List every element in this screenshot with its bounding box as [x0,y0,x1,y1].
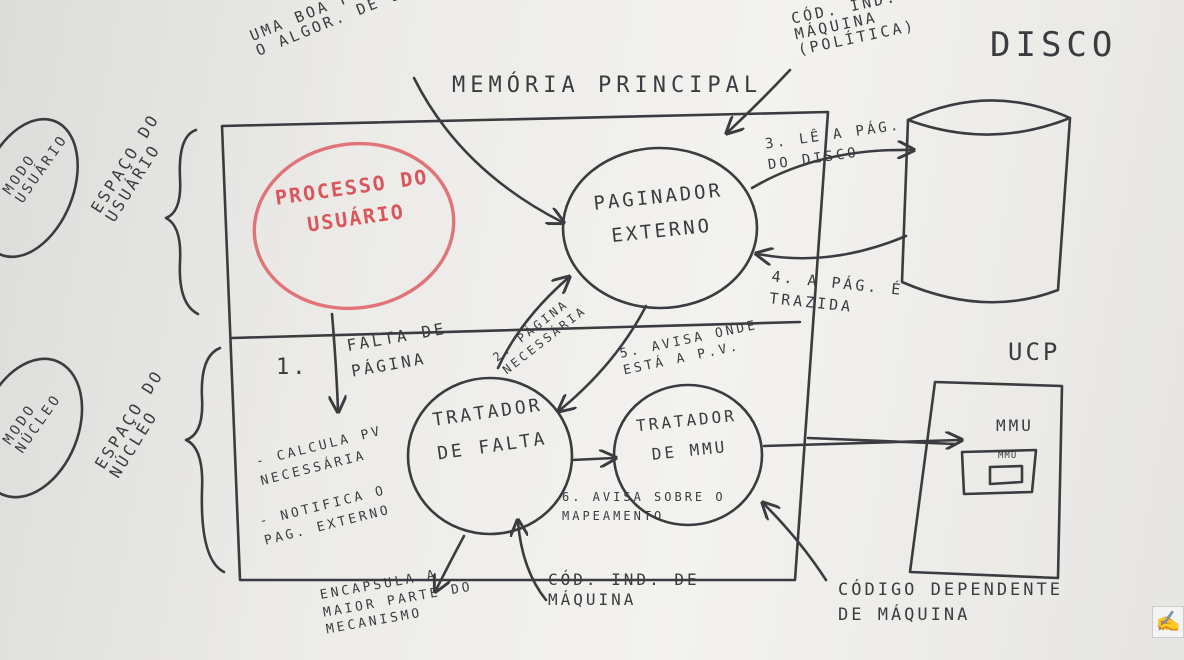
tratador-mmu-label: TRATADOR DE MMU [635,405,738,464]
arrow-step3 [750,150,912,190]
arrow-mmu-ucp-2 [806,436,957,446]
codigo-dependente-note: CÓDIGO DEPENDENTE DE MÁQUINA [838,580,1063,625]
arrow-step5 [560,304,648,410]
arrow-encapsula [436,534,466,590]
cod-ind-maquina-bottom-note: CÓD. IND. DE MÁQUINA [548,570,700,609]
arrow-cod-ind-top [728,68,792,132]
main-memory-box [220,110,830,582]
modo-usuario-oval [0,117,79,259]
paginador-externo-circle [561,146,759,310]
arrow-step4 [758,234,908,258]
space-divider [230,320,802,340]
channel-logo-icon: ✍ [1152,606,1184,638]
modo-nucleo-oval [0,357,84,499]
mmu-box-label: MMU [996,416,1034,435]
processo-usuario-circle [252,141,456,311]
step1-label: 1. [276,355,309,380]
user-space-brace [164,128,200,316]
mmu-chip-label: MMU [998,451,1018,461]
arrow-algorithm-note [412,76,562,222]
mmu-chip-inner [988,464,1024,486]
mmu-chip-outer [960,448,1038,496]
arrow-mmu-ucp [762,440,960,446]
disk-cylinder [900,99,1072,304]
ucp-label: UCP [1008,338,1061,366]
kernel-space-brace [184,346,226,574]
arrow-falta-mmu [570,458,614,460]
disk-cylinder-rim [906,116,1072,136]
arrow-step1 [332,312,338,410]
arrow-cod-ind-bottom [518,522,548,602]
disco-label: DISCO [990,25,1117,65]
memoria-principal-label: MEMÓRIA PRINCIPAL [452,73,763,98]
arrow-codigo-dependente [764,504,828,582]
ucp-box [908,380,1064,580]
arrow-step2 [496,278,568,370]
step6-label: 6. AVISA SOBRE O MAPEAMENTO [562,490,726,524]
tratador-falta-circle [406,376,574,536]
